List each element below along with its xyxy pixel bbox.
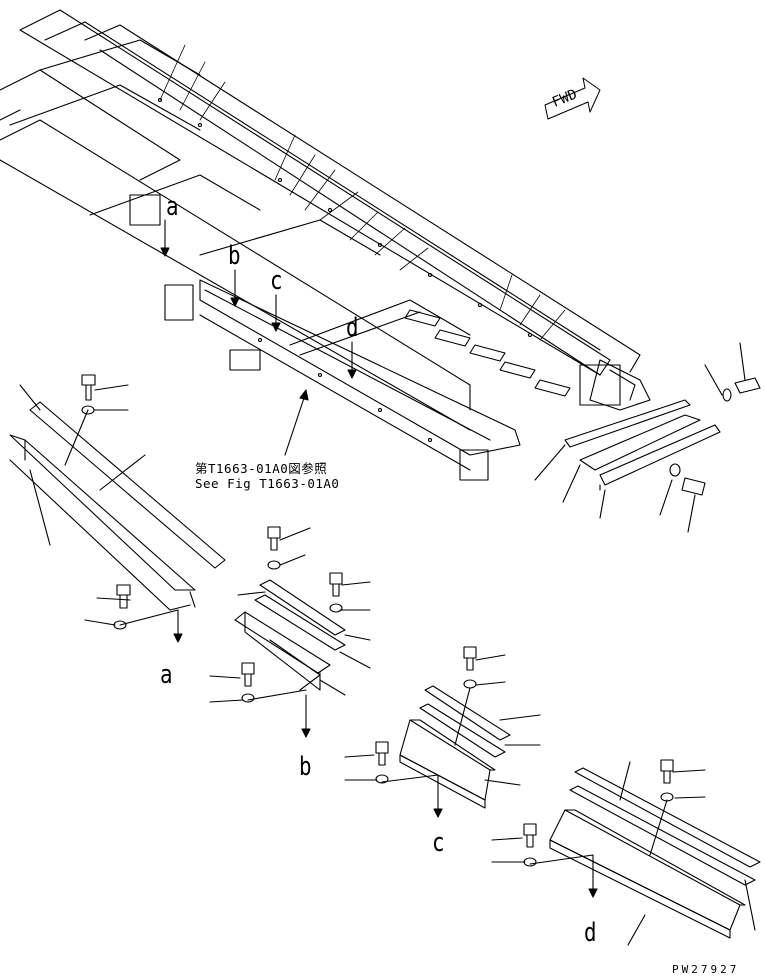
drawing-code: PW27927 — [672, 963, 740, 976]
fwd-arrow-outline — [544, 77, 601, 120]
detail-b-parts — [209, 526, 371, 738]
detail-marker-c: c — [270, 266, 283, 296]
detail-marker-b: b — [228, 241, 241, 271]
detail-label-a: a — [160, 660, 173, 690]
detail-marker-a: a — [166, 192, 179, 222]
main-frame-assembly — [0, 9, 651, 481]
leader-lines-main — [159, 44, 566, 341]
detail-a-parts — [9, 374, 226, 643]
detail-c-parts — [344, 646, 541, 818]
detail-label-b: b — [299, 752, 312, 782]
detail-label-c: c — [432, 828, 445, 858]
reference-japanese: 第T1663-01A0図参照 — [195, 461, 328, 476]
side-bracket-parts — [534, 342, 761, 533]
detail-arrows-main — [160, 219, 357, 456]
detail-label-d: d — [584, 918, 597, 948]
reference-english: See Fig T1663-01A0 — [195, 476, 340, 491]
detail-d-parts — [491, 759, 761, 946]
detail-marker-d: d — [346, 313, 359, 343]
